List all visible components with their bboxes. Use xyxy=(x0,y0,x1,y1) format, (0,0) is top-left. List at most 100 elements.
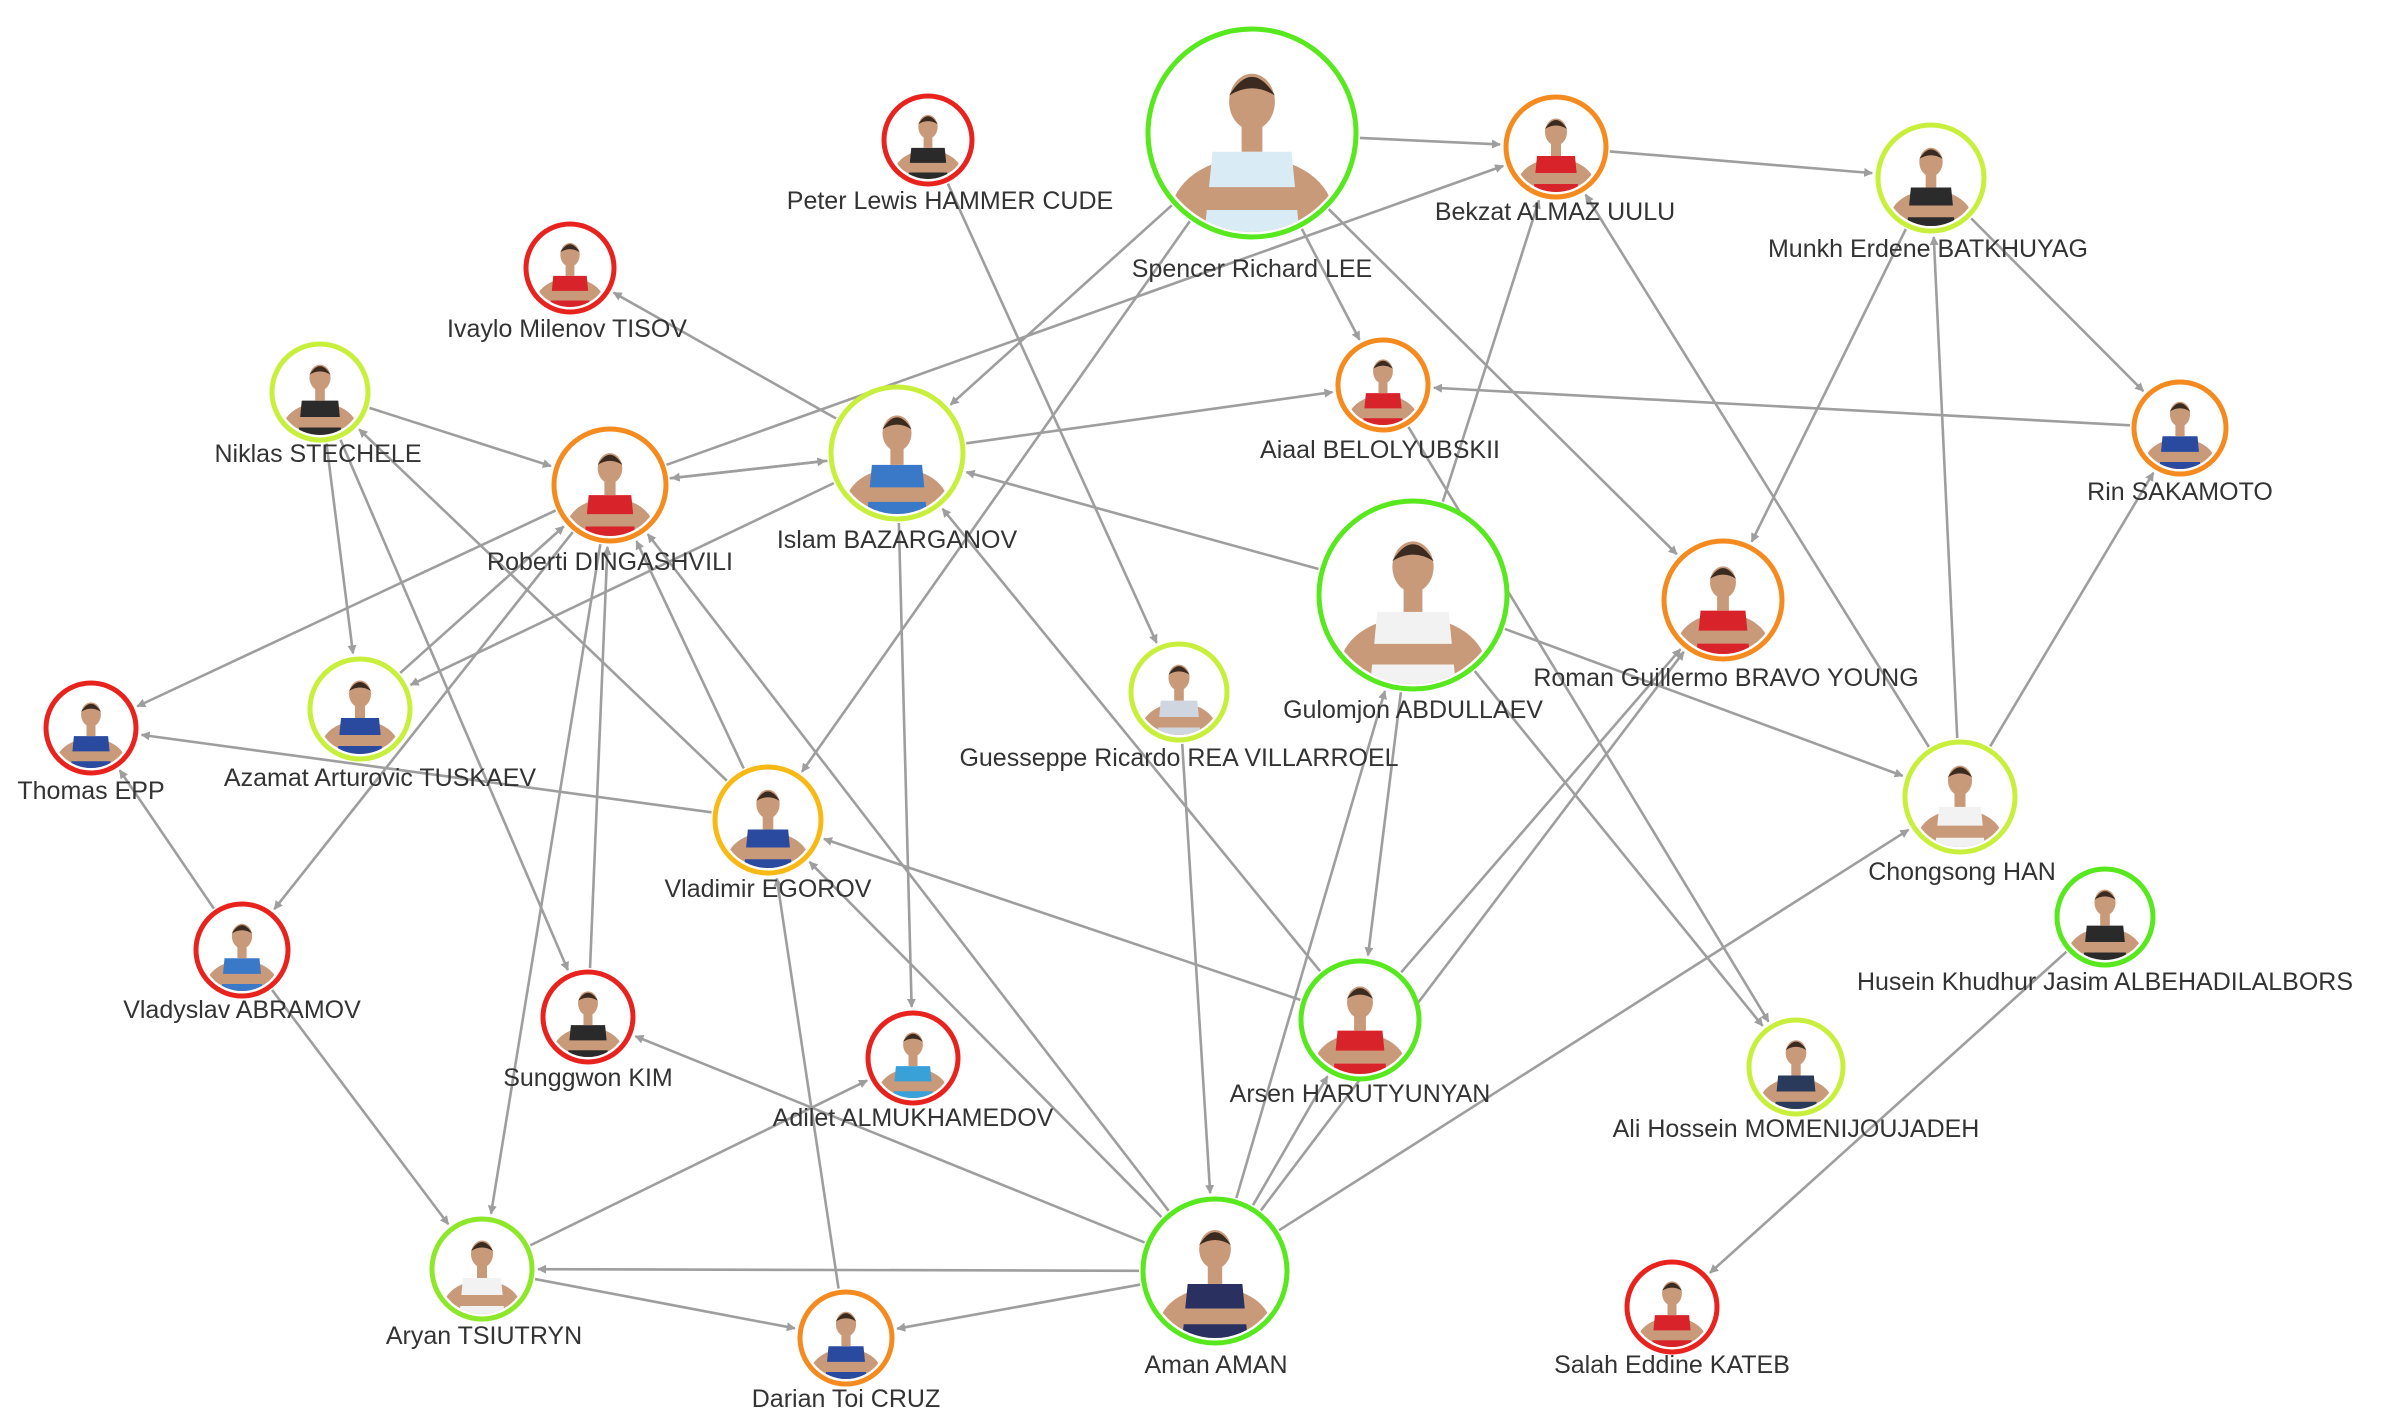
athlete-portrait-icon xyxy=(1306,966,1414,1074)
athlete-portrait-icon xyxy=(531,229,609,307)
edge-stechele-to-kim xyxy=(339,439,570,971)
edge-dingashvili-to-almaz xyxy=(666,164,1505,467)
node-dingashvili[interactable]: Roberti DINGASHVILI xyxy=(487,426,733,576)
node-label: Aiaal BELOLYUBSKII xyxy=(1260,436,1500,464)
edge-bazarganov-to-almukhamedov xyxy=(897,522,916,1008)
athlete-portrait-icon xyxy=(1632,1267,1712,1347)
athlete-portrait-icon xyxy=(315,664,405,754)
edge-sakamoto-to-belolyubskii xyxy=(1433,383,2131,427)
edge-aman-to-bravo xyxy=(1259,651,1685,1212)
node-label: Aman AMAN xyxy=(1144,1351,1287,1379)
athlete-portrait-icon xyxy=(277,349,363,435)
athlete-portrait-icon xyxy=(836,392,958,514)
node-label: Husein Khudhur Jasim ALBEHADILALBORS xyxy=(1857,968,2353,996)
node-label: Sunggwon KIM xyxy=(503,1064,673,1092)
node-label: Salah Eddine KATEB xyxy=(1554,1351,1790,1379)
node-label: Thomas EPP xyxy=(17,777,164,805)
athlete-portrait-icon xyxy=(1669,546,1777,654)
node-egorov[interactable]: Vladimir EGOROV xyxy=(665,764,872,903)
edge-rea-to-aman xyxy=(1180,743,1215,1195)
node-label: Niklas STECHELE xyxy=(215,440,422,468)
athlete-portrait-icon xyxy=(1153,34,1351,232)
node-tisov[interactable]: Ivaylo Milenov TISOV xyxy=(447,221,687,343)
edge-abramov-to-epp xyxy=(118,769,215,910)
node-bazarganov[interactable]: Islam BAZARGANOV xyxy=(777,384,1018,554)
edge-batkhuyag-to-sakamoto xyxy=(1970,217,2145,393)
athlete-portrait-icon xyxy=(889,101,967,179)
edge-aman-to-harutyunyan xyxy=(1251,1075,1329,1206)
edge-han-to-sakamoto xyxy=(1989,471,2155,747)
node-lee[interactable]: Spencer Richard LEE xyxy=(1132,26,1372,283)
node-abdullaev[interactable]: Gulomjon ABDULLAEV xyxy=(1283,498,1543,724)
edge-lee-to-bravo xyxy=(1327,208,1678,556)
node-momeni[interactable]: Ali Hossein MOMENIJOUJADEH xyxy=(1613,1017,1980,1143)
node-tsiutryn[interactable]: Aryan TSIUTRYN xyxy=(386,1216,582,1350)
node-kim[interactable]: Sunggwon KIM xyxy=(503,969,673,1092)
athlete-portrait-icon xyxy=(1883,130,1979,226)
node-epp[interactable]: Thomas EPP xyxy=(17,680,165,805)
node-rea[interactable]: Guesseppe Ricardo REA VILLARROEL xyxy=(959,641,1399,772)
node-label: Azamat Arturovic TUSKAEV xyxy=(224,764,536,792)
edge-aman-to-kim xyxy=(634,1034,1146,1244)
edge-abdullaev-to-han xyxy=(1504,627,1904,778)
node-belolyubskii[interactable]: Aiaal BELOLYUBSKII xyxy=(1260,337,1500,464)
node-tuskaev[interactable]: Azamat Arturovic TUSKAEV xyxy=(224,656,536,792)
node-label: Ali Hossein MOMENIJOUJADEH xyxy=(1613,1115,1980,1143)
node-label: Islam BAZARGANOV xyxy=(777,526,1018,554)
edge-batkhuyag-to-bravo xyxy=(1750,228,1907,543)
node-harutyunyan[interactable]: Arsen HARUTYUNYAN xyxy=(1230,958,1491,1108)
edge-lee-to-almaz xyxy=(1359,136,1501,149)
athlete-portrait-icon xyxy=(720,772,816,868)
node-label: Arsen HARUTYUNYAN xyxy=(1230,1080,1491,1108)
node-abramov[interactable]: Vladyslav ABRAMOV xyxy=(123,901,361,1024)
node-label: Guesseppe Ricardo REA VILLARROEL xyxy=(959,744,1398,772)
node-label: Vladimir EGOROV xyxy=(665,875,872,903)
node-batkhuyag[interactable]: Munkh Erdene BATKHUYAG xyxy=(1768,122,2088,263)
edge-egorov-to-dingashvili xyxy=(635,540,745,770)
edge-lee-to-egorov xyxy=(800,220,1191,773)
node-label: Roman Guillermo BRAVO YOUNG xyxy=(1533,664,1918,692)
edge-stechele-to-tuskaev xyxy=(325,443,357,655)
node-label: Spencer Richard LEE xyxy=(1132,255,1372,283)
athlete-portrait-icon xyxy=(1136,649,1222,735)
edge-cruz-to-egorov xyxy=(773,877,840,1289)
edge-tsiutryn-to-cruz xyxy=(534,1277,796,1332)
node-cruz[interactable]: Darian Toi CRUZ xyxy=(752,1289,940,1413)
edge-egorov-to-stechele xyxy=(358,428,728,782)
node-hammer[interactable]: Peter Lewis HAMMER CUDE xyxy=(787,93,1113,215)
node-albehadil[interactable]: Husein Khudhur Jasim ALBEHADILALBORS xyxy=(1857,866,2353,996)
athlete-portrait-icon xyxy=(1511,102,1601,192)
node-almukhamedov[interactable]: Adilet ALMUKHAMEDOV xyxy=(773,1010,1054,1132)
edge-aman-to-han xyxy=(1278,828,1910,1232)
edge-lee-to-bazarganov xyxy=(949,204,1173,406)
edge-harutyunyan-to-egorov xyxy=(823,837,1301,1002)
node-aman[interactable]: Aman AMAN xyxy=(1140,1196,1290,1379)
athlete-portrait-icon xyxy=(548,977,628,1057)
athlete-portrait-icon xyxy=(1910,747,2010,847)
athlete-portrait-icon xyxy=(559,434,661,536)
edge-hammer-to-rea xyxy=(946,183,1158,644)
node-label: Aryan TSIUTRYN xyxy=(386,1322,582,1350)
node-label: Darian Toi CRUZ xyxy=(752,1385,940,1413)
node-almaz[interactable]: Bekzat ALMAZ UULU xyxy=(1435,94,1675,226)
edge-almaz-to-batkhuyag xyxy=(1609,150,1874,177)
node-bravo[interactable]: Roman Guillermo BRAVO YOUNG xyxy=(1533,538,1919,692)
athlete-portrait-icon xyxy=(1343,345,1423,425)
athlete-portrait-icon xyxy=(2139,387,2221,469)
node-sakamoto[interactable]: Rin SAKAMOTO xyxy=(2087,379,2273,506)
node-label: Rin SAKAMOTO xyxy=(2087,478,2273,506)
node-han[interactable]: Chongsong HAN xyxy=(1868,739,2056,886)
node-label: Adilet ALMUKHAMEDOV xyxy=(773,1104,1054,1132)
athlete-portrait-icon xyxy=(1754,1025,1838,1109)
node-label: Ivaylo Milenov TISOV xyxy=(447,315,687,343)
edge-aman-to-tsiutryn xyxy=(537,1264,1140,1274)
edge-bazarganov-to-tisov xyxy=(612,291,837,420)
edge-abramov-to-tsiutryn xyxy=(271,989,450,1226)
node-kateb[interactable]: Salah Eddine KATEB xyxy=(1554,1259,1790,1379)
athlete-portrait-icon xyxy=(1324,506,1502,684)
node-stechele[interactable]: Niklas STECHELE xyxy=(215,341,422,468)
athlete-portrait-icon xyxy=(805,1297,887,1379)
edge-han-to-almaz xyxy=(1584,193,1930,748)
edge-aman-to-dingashvili xyxy=(646,533,1170,1212)
